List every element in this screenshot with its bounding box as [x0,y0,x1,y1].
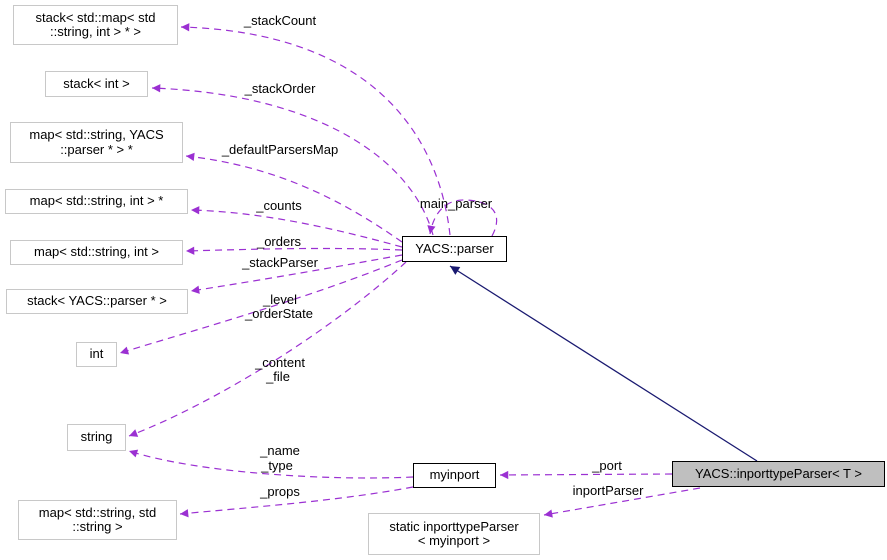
node-label-line: myinport [429,467,480,483]
edge-level-orderstate [119,259,403,355]
edge-label-main-parser: main_parser [419,196,493,211]
edge-inheritance [449,265,758,462]
edge-stackparser [190,254,403,294]
edge-content-file [128,261,407,437]
edge-orders [185,246,403,255]
node-stack-yacs-parser-ptr: stack< YACS::parser * > [6,289,188,314]
node-label-line: < myinport > [417,533,491,548]
edge-name-type [128,449,414,479]
node-label-line: static inporttypeParser [389,518,519,534]
node-yacs-inporttypeparser-t: YACS::inporttypeParser< T > [672,461,885,487]
node-map-string-parser-ptr: map< std::string, YACS ::parser * > * [10,122,183,163]
node-label-line: map< std::string, YACS [29,127,164,142]
node-label-line: string [80,429,113,445]
edge-main-parser-selfloop [427,199,498,237]
edge-counts [190,206,403,248]
edge-label-counts: _counts [256,198,302,213]
node-map-string-string: map< std::string, std ::string > [18,500,177,540]
node-label-line: stack< std::map< std [35,9,156,25]
edge-label-name: _name [260,443,300,458]
node-label-line: int [89,346,104,362]
edge-label-defaultparsersmap: _defaultParsersMap [221,142,339,157]
edge-props [179,486,414,518]
edge-port [499,470,673,480]
node-label-line: ::parser * > * [60,141,133,157]
node-static-inporttypeparser-myinport: static inporttypeParser < myinport > [368,513,540,555]
node-int: int [76,342,117,367]
edge-label-file: _file [266,369,290,384]
node-myinport[interactable]: myinport [413,463,496,488]
edge-label-props: _props [260,484,300,499]
edge-label-content: _content [255,355,305,370]
edge-label-stackorder: _stackOrder [244,81,316,96]
edge-label-stackcount: _stackCount [243,13,317,28]
node-stack-int: stack< int > [45,71,148,97]
node-label-line: stack< int > [63,75,130,91]
edge-label-inportparser: inportParser [572,483,644,498]
node-stack-map-string-int: stack< std::map< std ::string, int > * > [13,5,178,45]
node-map-string-int: map< std::string, int > [10,240,183,265]
node-map-string-int-ptr: map< std::string, int > * [5,189,188,214]
edge-label-type: _type [261,458,293,473]
node-string: string [67,424,126,451]
node-label-line: map< std::string, int > * [29,193,164,209]
edge-label-stackparser: _stackParser [242,255,318,270]
edge-label-orders: _orders [256,234,302,249]
edge-label-orderstate: _orderState [245,306,313,321]
node-yacs-parser[interactable]: YACS::parser [402,236,507,262]
edge-stackcount [180,23,451,236]
edge-label-port: _port [592,458,622,473]
node-label-line: ::string, int > * > [49,24,142,39]
edge-inportparser [543,487,701,518]
node-label-line: YACS::parser [415,240,494,256]
node-label-line: stack< YACS::parser * > [27,293,167,309]
node-label-line: map< std::string, int > [33,244,159,260]
node-label-line: YACS::inporttypeParser< T > [695,465,862,481]
edge-defaultparsersmap [185,152,403,243]
edge-stackorder [151,84,434,236]
node-label-line: ::string > [72,519,123,534]
edge-label-level: _level [263,292,297,307]
node-label-line: map< std::string, std [38,504,157,520]
